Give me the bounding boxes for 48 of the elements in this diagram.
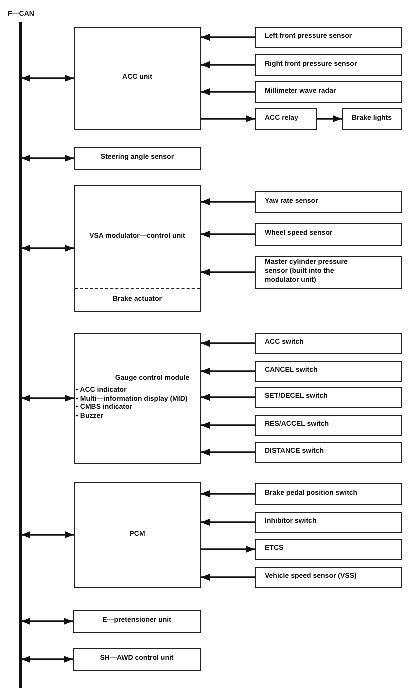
sensor-box	[255, 256, 402, 289]
double-arrow	[22, 245, 74, 252]
sensor-box	[255, 27, 402, 48]
arrow	[201, 422, 255, 429]
arrow	[201, 546, 255, 553]
double-arrow	[22, 395, 74, 402]
arrow	[201, 116, 255, 122]
double-arrow	[22, 618, 73, 625]
control-unit-box	[74, 185, 201, 312]
double-arrow	[22, 155, 74, 162]
arrow	[201, 574, 255, 581]
arrow	[201, 340, 255, 347]
arrow	[201, 62, 255, 68]
sensor-box	[255, 567, 402, 588]
double-arrow	[22, 75, 74, 82]
switch-box	[255, 333, 402, 354]
arrow	[201, 269, 255, 276]
sensor-box	[255, 54, 402, 76]
arrow	[201, 368, 255, 375]
radar-box	[255, 81, 402, 103]
control-unit-box	[74, 482, 201, 588]
arrow	[201, 34, 255, 41]
switch-box	[255, 361, 402, 382]
arrow	[201, 394, 255, 401]
arrow	[201, 519, 255, 526]
arrow	[317, 116, 342, 122]
control-unit-box	[73, 648, 201, 671]
double-arrow	[22, 656, 73, 663]
control-unit-box	[74, 333, 201, 464]
switch-box	[255, 442, 402, 463]
arrow	[201, 198, 255, 206]
control-unit-box	[73, 610, 201, 633]
switch-box	[255, 387, 402, 408]
actuator-box	[255, 539, 402, 560]
lamp-box	[342, 108, 402, 130]
arrow	[201, 88, 255, 96]
switch-box	[255, 512, 402, 533]
control-unit-box	[74, 27, 201, 130]
arrow	[201, 449, 255, 456]
relay-box	[255, 108, 317, 130]
arrow	[201, 490, 255, 498]
double-arrow	[22, 532, 74, 538]
arrow	[201, 231, 255, 238]
switch-box	[255, 483, 402, 505]
sensor-box	[255, 223, 402, 246]
switch-box	[255, 415, 402, 436]
sensor-box	[74, 147, 201, 170]
sensor-box	[255, 191, 402, 213]
